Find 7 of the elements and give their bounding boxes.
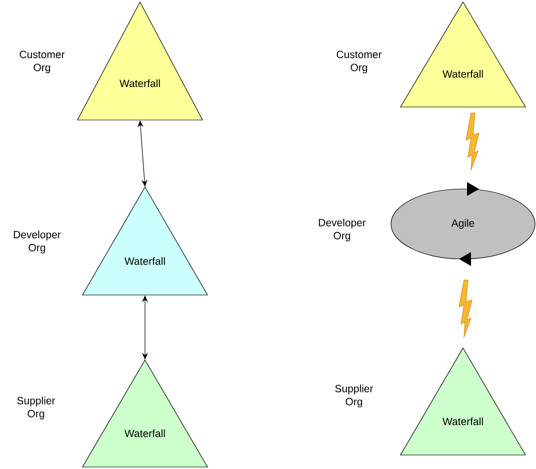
org-label: Customer Org bbox=[336, 50, 382, 74]
org-label: Developer Org bbox=[318, 218, 366, 242]
org-label: Customer Org bbox=[20, 50, 65, 74]
org-label: Supplier Org bbox=[17, 396, 56, 420]
org-label: Developer Org bbox=[14, 230, 61, 254]
org-label: Supplier Org bbox=[335, 384, 374, 408]
ellipse-node: Agile bbox=[390, 188, 536, 260]
